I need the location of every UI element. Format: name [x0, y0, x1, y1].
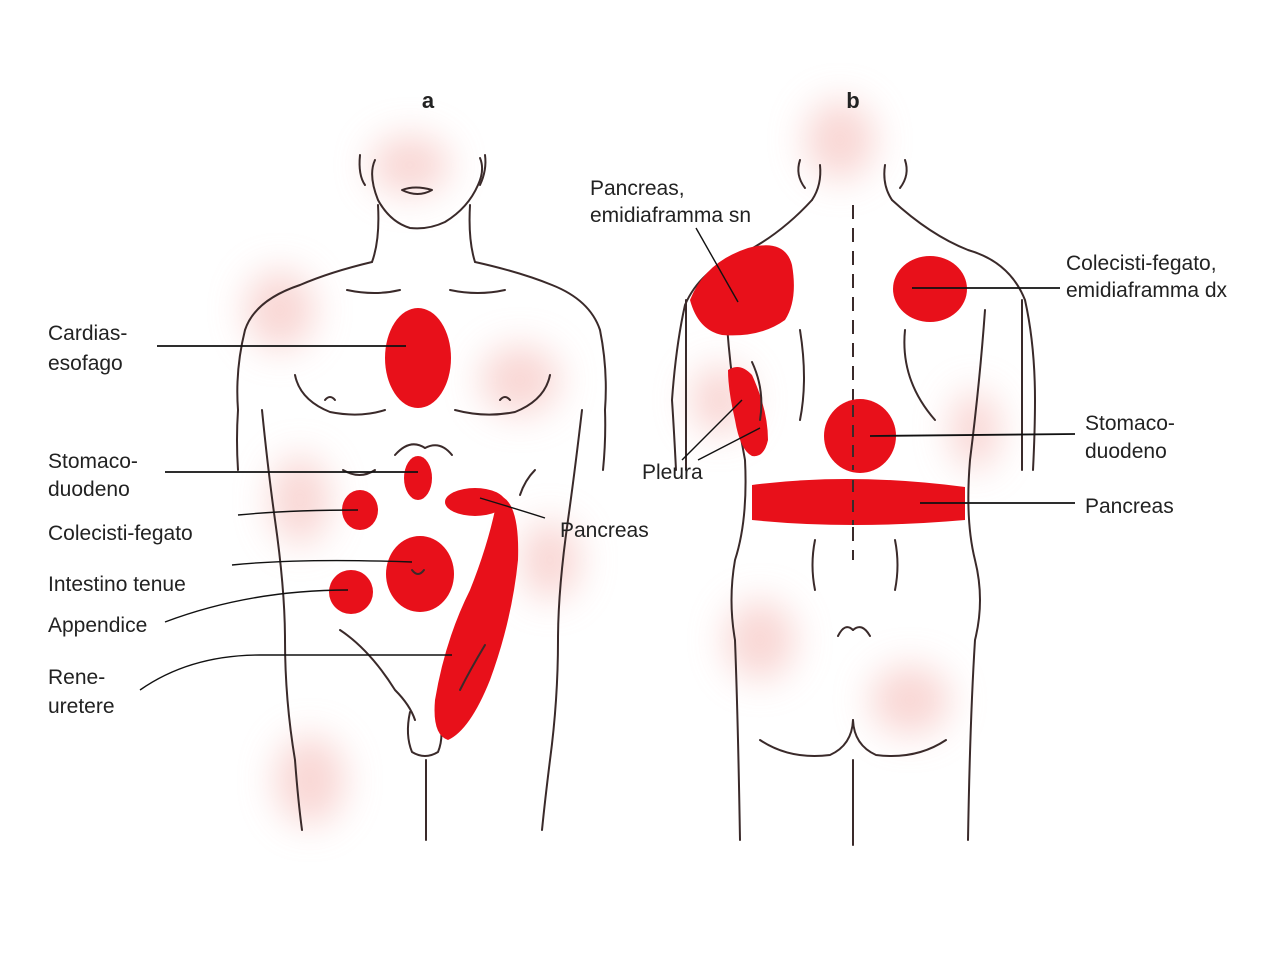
- pancreas-area: [445, 488, 505, 516]
- pleura-area: [728, 366, 768, 457]
- label-appendice: Appendice: [48, 614, 147, 637]
- label-pancreas-front: Pancreas: [560, 519, 649, 542]
- colecisti-area: [342, 490, 378, 530]
- front-labels: Cardias- esofago Stomaco- duodeno Coleci…: [48, 322, 649, 718]
- label-pancreas-sn-line2: emidiaframma sn: [590, 204, 751, 227]
- pancreas-back-area: [752, 478, 965, 525]
- label-rene-line2: uretere: [48, 695, 115, 718]
- label-pancreas-back: Pancreas: [1085, 495, 1174, 518]
- label-stomaco-line2: duodeno: [48, 478, 130, 501]
- back-labels: Pancreas, emidiaframma sn Colecisti-fega…: [590, 177, 1228, 518]
- cardias-area: [385, 308, 451, 408]
- rene-uretere-area: [434, 495, 519, 740]
- back-leader-lines: [681, 227, 1076, 504]
- stomaco-back-area: [824, 399, 896, 473]
- label-colecisti-dx-line1: Colecisti-fegato,: [1066, 252, 1217, 275]
- label-colecisti: Colecisti-fegato: [48, 522, 193, 545]
- appendice-area: [329, 570, 373, 614]
- label-intestino: Intestino tenue: [48, 573, 186, 596]
- label-cardias-line2: esofago: [48, 352, 123, 375]
- front-body-outline: [236, 154, 607, 841]
- label-colecisti-dx-line2: emidiaframma dx: [1066, 279, 1228, 302]
- front-leader-lines: [139, 345, 546, 691]
- label-stomaco-line1: Stomaco-: [48, 450, 138, 473]
- front-overlay-lines: [411, 569, 486, 691]
- label-stomaco-back-line2: duodeno: [1085, 440, 1167, 463]
- label-cardias-line1: Cardias-: [48, 322, 127, 345]
- colecisti-dx-area: [893, 256, 967, 322]
- back-body-outline: [671, 159, 1036, 846]
- back-overlay-lines: [751, 361, 854, 525]
- back-pain-areas: [690, 245, 967, 525]
- pancreas-sn-area: [690, 245, 794, 336]
- label-pleura: Pleura: [642, 461, 703, 484]
- label-rene-line1: Rene-: [48, 666, 105, 689]
- label-pancreas-sn-line1: Pancreas,: [590, 177, 685, 200]
- stomaco-area: [404, 456, 432, 500]
- panel-label-b: b: [846, 88, 859, 113]
- label-stomaco-back-line1: Stomaco-: [1085, 412, 1175, 435]
- panel-label-a: a: [422, 88, 435, 113]
